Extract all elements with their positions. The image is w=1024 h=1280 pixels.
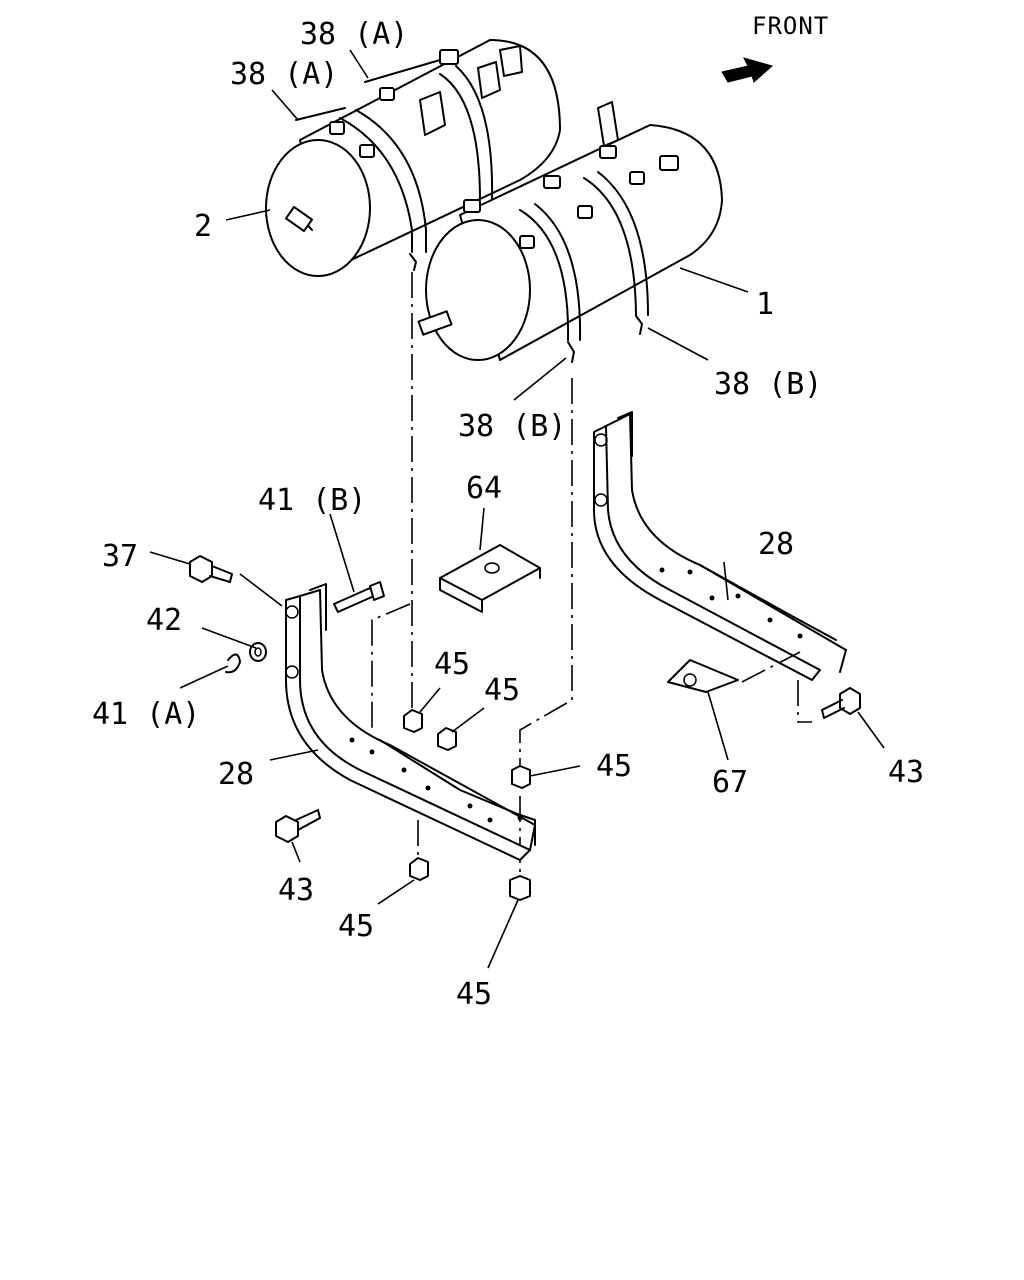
- callout-41a: 41 (A): [92, 697, 200, 732]
- front-indicator: FRONT: [721, 12, 829, 83]
- callout-41b: 41 (B): [258, 483, 366, 518]
- callout-43-left: 43: [278, 873, 314, 908]
- bracket-64: [439, 544, 541, 613]
- callout-45-a: 45: [434, 647, 470, 682]
- callout-37: 37: [102, 539, 138, 574]
- callout-45-b: 45: [484, 673, 520, 708]
- callout-28-right: 28: [758, 527, 794, 562]
- callout-42: 42: [146, 603, 182, 638]
- callout-28-left: 28: [218, 757, 254, 792]
- callout-43-right: 43: [888, 755, 924, 790]
- front-arrow-icon: [721, 57, 774, 83]
- fasteners: [189, 555, 861, 901]
- callout-38a-top: 38 (A): [300, 17, 408, 52]
- callout-45-c: 45: [596, 749, 632, 784]
- callout-45-d: 45: [338, 909, 374, 944]
- bracket-28-left: [285, 583, 536, 861]
- front-label: FRONT: [752, 12, 829, 40]
- plate-67: [667, 651, 812, 723]
- air-tank-1: [417, 101, 723, 363]
- air-tank-2: [265, 39, 561, 277]
- callout-67: 67: [712, 765, 748, 800]
- leader-lines: [149, 49, 885, 969]
- callout-64: 64: [466, 471, 502, 506]
- callout-45-e: 45: [456, 977, 492, 1012]
- callout-38b-mid: 38 (B): [458, 409, 566, 444]
- callout-labels: 38 (A) 38 (A) 2 1 38 (B) 38 (B) 41 (B) 6…: [92, 17, 924, 1012]
- callout-2: 2: [194, 209, 212, 244]
- alignment-lines: [371, 272, 573, 880]
- bracket-28-right: [593, 411, 847, 681]
- callout-38a-left: 38 (A): [230, 57, 338, 92]
- callout-1: 1: [756, 287, 774, 322]
- callout-38b-right: 38 (B): [714, 367, 822, 402]
